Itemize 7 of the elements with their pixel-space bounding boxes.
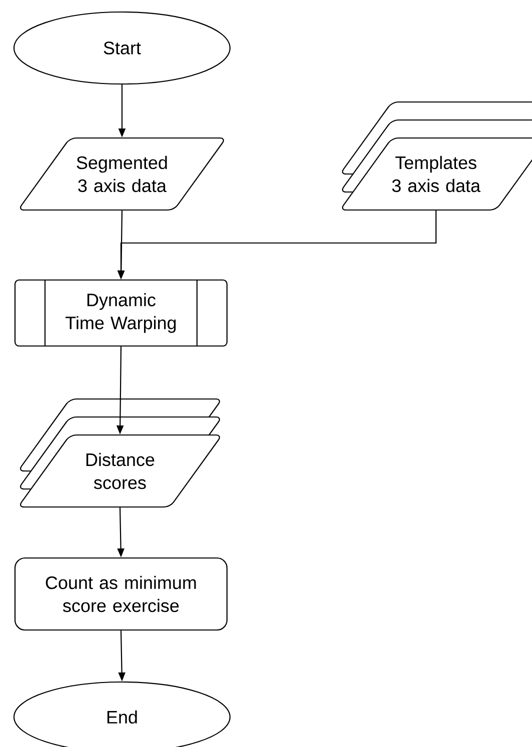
data-parallelogram: Distance scores [20,398,220,508]
node-label: scores [94,479,146,490]
process-box: Count as minimum score exercise [14,557,228,631]
subprocess-box: Dynamic Time Warping [14,279,228,347]
data-parallelogram: Segmented 3 axis data [20,137,224,211]
node-label: Templates 3 axis data [392,156,480,192]
data-parallelogram: Templates 3 axis data [342,101,532,211]
